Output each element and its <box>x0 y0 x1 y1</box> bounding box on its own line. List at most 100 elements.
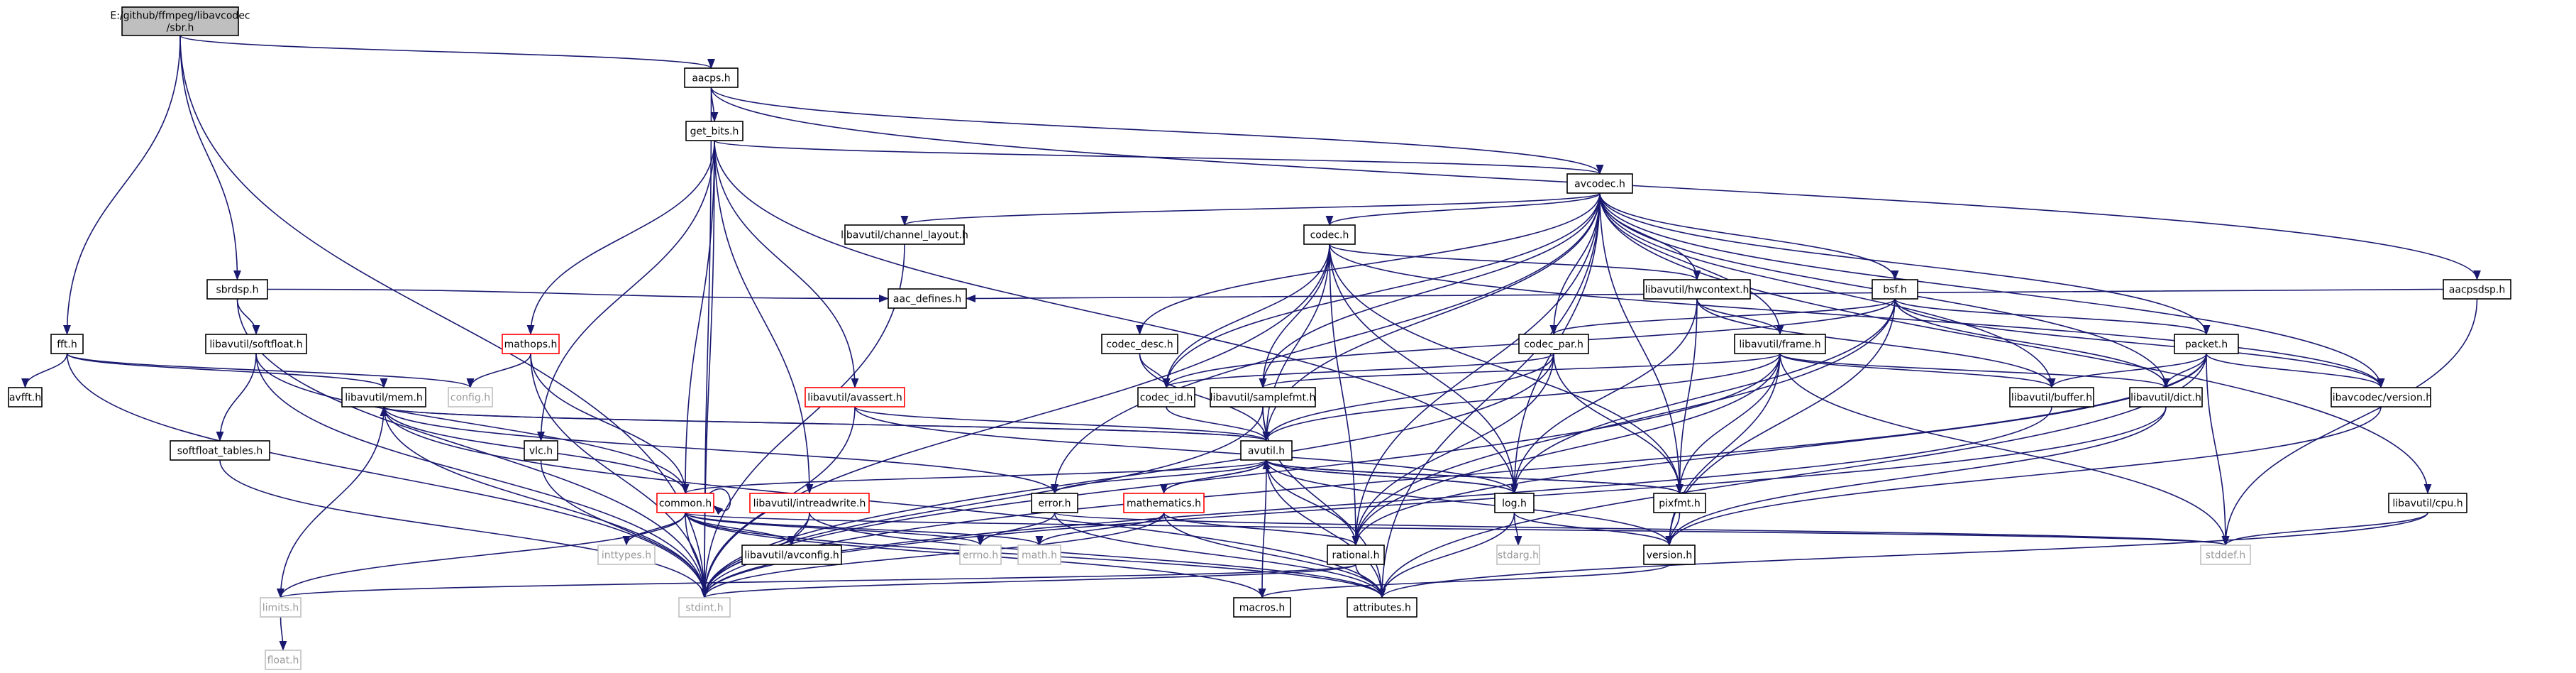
node-pixfmt[interactable]: pixfmt.h <box>1653 493 1706 513</box>
node-codec[interactable]: codec.h <box>1303 224 1356 245</box>
edge-bsf-to-codec_par <box>1554 298 1896 334</box>
node-label: mathops.h <box>504 339 558 351</box>
node-box <box>1031 493 1078 513</box>
edge-bsf-to-dict <box>1894 298 2166 388</box>
edge-log-to-avutil <box>1266 460 1515 494</box>
node-label: /sbr.h <box>167 23 194 34</box>
edge-avcodec-to-buffer <box>1599 192 2052 388</box>
node-box <box>844 224 965 245</box>
edge-channel_layout-to-stdint <box>704 244 905 598</box>
edge-common-to-common <box>709 488 731 511</box>
node-samplefmt[interactable]: libavutil/samplefmt.h <box>1210 387 1316 407</box>
node-label: libavutil/softfloat.h <box>209 339 302 351</box>
node-attributes[interactable]: attributes.h <box>1347 597 1417 618</box>
node-version[interactable]: version.h <box>1643 545 1696 565</box>
edge-mathematics-to-avutil <box>1163 460 1267 494</box>
node-label: libavutil/hwcontext.h <box>1645 285 1749 296</box>
node-vlc[interactable]: vlc.h <box>524 440 558 461</box>
node-sbrdsp[interactable]: sbrdsp.h <box>206 279 268 300</box>
edge-avassert-to-log <box>854 406 1515 493</box>
node-math[interactable]: math.h <box>1017 545 1061 565</box>
node-avutil[interactable]: avutil.h <box>1240 440 1293 461</box>
edge-pixfmt-to-version <box>1669 512 1681 545</box>
node-stdint[interactable]: stdint.h <box>678 597 731 618</box>
edge-avassert-to-avutil <box>854 406 1266 441</box>
node-label: float.h <box>267 655 299 667</box>
node-label: libavutil/avconfig.h <box>744 550 839 562</box>
node-errno[interactable]: errno.h <box>959 545 1002 565</box>
node-intreadwrite[interactable]: libavutil/intreadwrite.h <box>749 493 870 513</box>
node-hwcontext[interactable]: libavutil/hwcontext.h <box>1643 279 1751 300</box>
edge-mem-to-error <box>383 406 1055 493</box>
node-rational[interactable]: rational.h <box>1327 545 1385 565</box>
edge-codec_desc-to-avutil <box>1139 353 1267 441</box>
node-softfloat[interactable]: libavutil/softfloat.h <box>205 334 307 354</box>
node-avfft[interactable]: avfft.h <box>8 387 43 407</box>
edge-avcodec-to-pixfmt <box>1599 192 1680 493</box>
node-label: packet.h <box>2185 339 2228 351</box>
node-avconfig[interactable]: libavutil/avconfig.h <box>741 545 842 565</box>
node-label: log.h <box>1502 498 1527 510</box>
node-channel-layout[interactable]: libavutil/channel_layout.h <box>841 224 968 245</box>
header-nodes: E:/github/ffmpeg/libavcodec/sbr.haacps.h… <box>8 6 2511 670</box>
node-label: libavutil/channel_layout.h <box>841 230 968 241</box>
node-avassert[interactable]: libavutil/avassert.h <box>805 387 905 407</box>
edge-version-to-macros <box>1262 564 1670 598</box>
node-box <box>170 440 270 461</box>
node-label: macros.h <box>1239 603 1286 614</box>
node-label: error.h <box>1039 498 1071 510</box>
node-frame[interactable]: libavutil/frame.h <box>1734 334 1826 354</box>
edge-frame-to-pixfmt <box>1680 353 1781 493</box>
node-box <box>1643 279 1751 300</box>
node-error[interactable]: error.h <box>1031 493 1078 513</box>
node-log[interactable]: log.h <box>1494 493 1535 513</box>
node-av-version[interactable]: libavcodec/version.h <box>2330 387 2432 407</box>
dependency-edges <box>26 35 2477 650</box>
node-mathops[interactable]: mathops.h <box>502 334 560 354</box>
node-aac-defines[interactable]: aac_defines.h <box>888 288 967 309</box>
edge-codec_par-to-pixfmt <box>1553 353 1680 493</box>
node-codec-id[interactable]: codec_id.h <box>1137 387 1195 407</box>
node-config[interactable]: config.h <box>448 387 493 407</box>
edge-frame-to-avutil <box>1266 353 1781 441</box>
edge-error-to-errno <box>980 512 1056 545</box>
node-box <box>1240 440 1293 461</box>
node-label: errno.h <box>963 550 998 562</box>
edge-bsf-to-av_version <box>1894 298 2381 388</box>
node-codec-par[interactable]: codec_par.h <box>1518 334 1589 354</box>
node-aacpsdsp[interactable]: aacpsdsp.h <box>2443 279 2511 300</box>
node-mem[interactable]: libavutil/mem.h <box>341 387 426 407</box>
node-avcodec[interactable]: avcodec.h <box>1566 173 1633 194</box>
node-dict[interactable]: libavutil/dict.h <box>2129 387 2203 407</box>
node-codec-desc[interactable]: codec_desc.h <box>1101 334 1178 354</box>
node-get-bits[interactable]: get_bits.h <box>685 121 743 141</box>
node-label: config.h <box>450 393 490 404</box>
edge-mathematics-to-stdint <box>704 512 1165 598</box>
node-label: mathematics.h <box>1127 498 1201 510</box>
node-bsf[interactable]: bsf.h <box>1872 279 1918 300</box>
node-inttypes[interactable]: inttypes.h <box>597 545 656 565</box>
node-stdarg[interactable]: stdarg.h <box>1496 545 1540 565</box>
node-float[interactable]: float.h <box>265 650 302 670</box>
node-limits[interactable]: limits.h <box>260 597 302 618</box>
node-packet[interactable]: packet.h <box>2174 334 2239 354</box>
node-common[interactable]: common.h <box>656 493 714 513</box>
node-softfloat-tables[interactable]: softfloat_tables.h <box>170 440 270 461</box>
node-box <box>121 6 239 36</box>
node-box <box>597 545 656 565</box>
node-fft[interactable]: fft.h <box>50 334 84 354</box>
node-label: codec.h <box>1310 230 1349 241</box>
node-label: codec_desc.h <box>1106 339 1173 351</box>
node-buffer[interactable]: libavutil/buffer.h <box>2009 387 2094 407</box>
edge-dict-to-stdint <box>704 406 2167 598</box>
node-stddef[interactable]: stddef.h <box>2200 545 2251 565</box>
node-mathematics[interactable]: mathematics.h <box>1123 493 1205 513</box>
node-box <box>205 334 307 354</box>
edge-packet-to-stddef <box>2206 353 2226 545</box>
edge-codec-to-avutil <box>1266 244 1330 441</box>
node-label: codec_par.h <box>1524 339 1583 351</box>
node-macros[interactable]: macros.h <box>1233 597 1291 618</box>
node-aacps[interactable]: aacps.h <box>684 67 739 88</box>
node-cpu[interactable]: libavutil/cpu.h <box>2388 493 2467 513</box>
